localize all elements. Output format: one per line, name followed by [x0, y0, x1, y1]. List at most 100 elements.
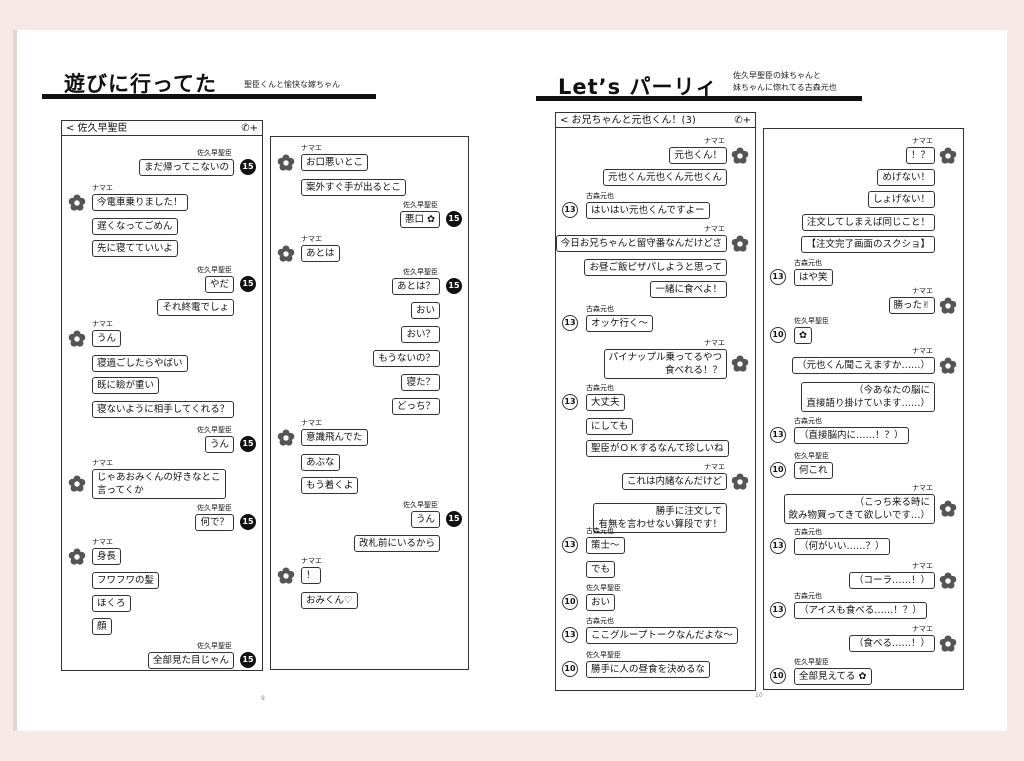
- flower-icon: [68, 330, 86, 348]
- message-text: 案外すぐ手が出るとこ: [306, 182, 402, 193]
- message-text-line-2: 直接語り掛けています……）: [806, 398, 930, 409]
- message-text: 注文してしまえば同じこと！: [806, 217, 930, 228]
- message-text: 寝過ごしたらやばい: [97, 358, 183, 369]
- message-bubble: 今日お兄ちゃんと留守番なんだけどさ: [555, 235, 727, 252]
- message-bubble: 勝った✌: [888, 297, 935, 314]
- avatar-badge: 13: [770, 602, 786, 618]
- message-text: にしても: [591, 421, 629, 432]
- sender-name: ナマエ: [912, 625, 933, 633]
- avatar-badge: 15: [446, 278, 462, 294]
- message-bubble: 注文してしまえば同じこと！: [801, 214, 935, 231]
- avatar-badge: 13: [770, 427, 786, 443]
- message-text: 勝手に注文して: [655, 506, 722, 517]
- message-bubble: パイナップル乗ってるやつ食べれる！？: [603, 349, 727, 379]
- chat-header-icons[interactable]: ✆+: [241, 123, 258, 134]
- message-text: 既に瞼が重い: [97, 380, 155, 391]
- message-text: 顔: [97, 621, 107, 632]
- chat-header-icons[interactable]: ✆+: [734, 115, 751, 126]
- right-page-subtitle-2: 妹ちゃんに惚れてる古森元也: [733, 83, 837, 92]
- message-bubble: お口悪いとこ: [301, 154, 369, 171]
- message-text: 遅くなってごめん: [97, 221, 173, 232]
- sender-name: ナマエ: [704, 339, 725, 347]
- avatar-badge: 15: [240, 652, 256, 668]
- message-bubble: あとは？: [391, 278, 440, 295]
- avatar-badge: 15: [240, 276, 256, 292]
- flower-icon: [277, 154, 295, 172]
- message-text: 先に寝てていいよ: [97, 243, 173, 254]
- chat-header-title[interactable]: < 佐久早聖臣: [66, 123, 128, 134]
- message-bubble: おい？: [401, 326, 440, 343]
- message-bubble: もうないの？: [373, 350, 440, 367]
- message-bubble: お昼ご飯ピザパしようと思って: [584, 259, 727, 276]
- message-text: どっち？: [396, 401, 435, 412]
- message-bubble: おみくん♡: [301, 592, 358, 609]
- sender-name: 古森元也: [586, 617, 614, 625]
- sender-name: 佐久早聖臣: [197, 266, 232, 274]
- message-text: ✿: [799, 330, 807, 341]
- avatar-badge: 13: [562, 202, 578, 218]
- message-text: 【注文完了画面のスクショ】: [806, 239, 930, 250]
- sender-name: 佐久早聖臣: [197, 504, 232, 512]
- sender-name: 佐久早聖臣: [794, 658, 829, 666]
- message-text: お昼ご飯ピザパしようと思って: [589, 262, 722, 273]
- message-text: 意識飛んでた: [306, 432, 363, 443]
- message-text: 今日お兄ちゃんと留守番なんだけどさ: [560, 238, 722, 249]
- chat-header-title[interactable]: < お兄ちゃんと元也くん！(3): [560, 115, 696, 126]
- message-bubble: 策士〜: [586, 537, 625, 554]
- message-bubble: めげない！: [877, 169, 935, 186]
- sender-name: 佐久早聖臣: [197, 642, 232, 650]
- message-bubble: 聖臣がＯＫするなんて珍しいね: [586, 440, 729, 457]
- sender-name: 佐久早聖臣: [403, 501, 438, 509]
- left-page-title: 遊びに行ってた: [64, 72, 217, 96]
- message-bubble: 大丈夫: [586, 394, 625, 411]
- message-bubble: （何がいい……？）: [794, 538, 890, 555]
- message-bubble: 全部見えてる ✿: [794, 668, 872, 685]
- message-text: （アイスも食べる……！？）: [799, 605, 922, 616]
- message-text: 今電車乗りました！: [97, 197, 183, 208]
- avatar-badge: 10: [770, 327, 786, 343]
- message-bubble: 顔: [92, 618, 112, 635]
- sender-name: 古森元也: [794, 417, 822, 425]
- right-page-title: Let’s パーリィ: [558, 75, 718, 99]
- message-bubble: 先に寝てていいよ: [92, 240, 178, 257]
- message-text: （食べる……！）: [853, 638, 930, 649]
- message-bubble: はいはい元也くんですよー: [586, 202, 710, 219]
- message-text: もう着くよ: [306, 480, 354, 491]
- message-text: めげない！: [882, 172, 930, 183]
- page-number: 10: [755, 692, 763, 699]
- message-bubble: （直接脳内に……！？）: [794, 427, 909, 444]
- sender-name: ナマエ: [912, 562, 933, 570]
- message-text: ！？: [910, 150, 930, 161]
- message-bubble: 元也くん！: [669, 147, 727, 164]
- right-chat-panel-1: < お兄ちゃんと元也くん！(3) ✆+ ナマエ元也くん！元也くん元也くん元也くん…: [555, 112, 756, 691]
- message-bubble: 改札前にいるから: [353, 535, 440, 552]
- message-bubble: やだ: [204, 276, 234, 293]
- message-text: 悪口 ✿: [405, 214, 435, 225]
- message-text: 何これ: [799, 465, 828, 476]
- message-bubble: （元也くん聞こえますか……）: [791, 357, 935, 374]
- right-page: Let’s パーリィ 佐久早聖臣の妹ちゃんと 妹ちゃんに惚れてる古森元也 < お…: [511, 30, 1007, 731]
- flower-icon: [731, 235, 749, 253]
- sender-name: 佐久早聖臣: [586, 651, 621, 659]
- message-bubble: おい: [410, 302, 440, 319]
- avatar-badge: 15: [240, 436, 256, 452]
- message-bubble: にしても: [586, 418, 634, 435]
- message-text: じゃあおみくんの好きなとこ: [97, 472, 221, 483]
- message-text: あとは: [306, 248, 335, 259]
- message-text: おい: [415, 305, 435, 316]
- message-bubble: （食べる……！）: [848, 635, 935, 652]
- sender-name: 古森元也: [794, 528, 822, 536]
- message-text: もうないの？: [378, 353, 435, 364]
- sender-name: ナマエ: [301, 419, 322, 427]
- sender-name: 古森元也: [586, 192, 614, 200]
- message-bubble: まだ帰ってこないの: [138, 159, 234, 176]
- message-text: でも: [591, 564, 611, 575]
- flower-icon: [939, 572, 957, 590]
- sender-name: 古森元也: [586, 527, 614, 535]
- message-text-line-2: 言ってくか: [97, 485, 144, 496]
- left-page-subtitle: 聖臣くんと愉快な嫁ちゃん: [244, 80, 340, 89]
- message-bubble: うん: [92, 330, 122, 347]
- message-text: （こっち来る時に: [854, 497, 930, 508]
